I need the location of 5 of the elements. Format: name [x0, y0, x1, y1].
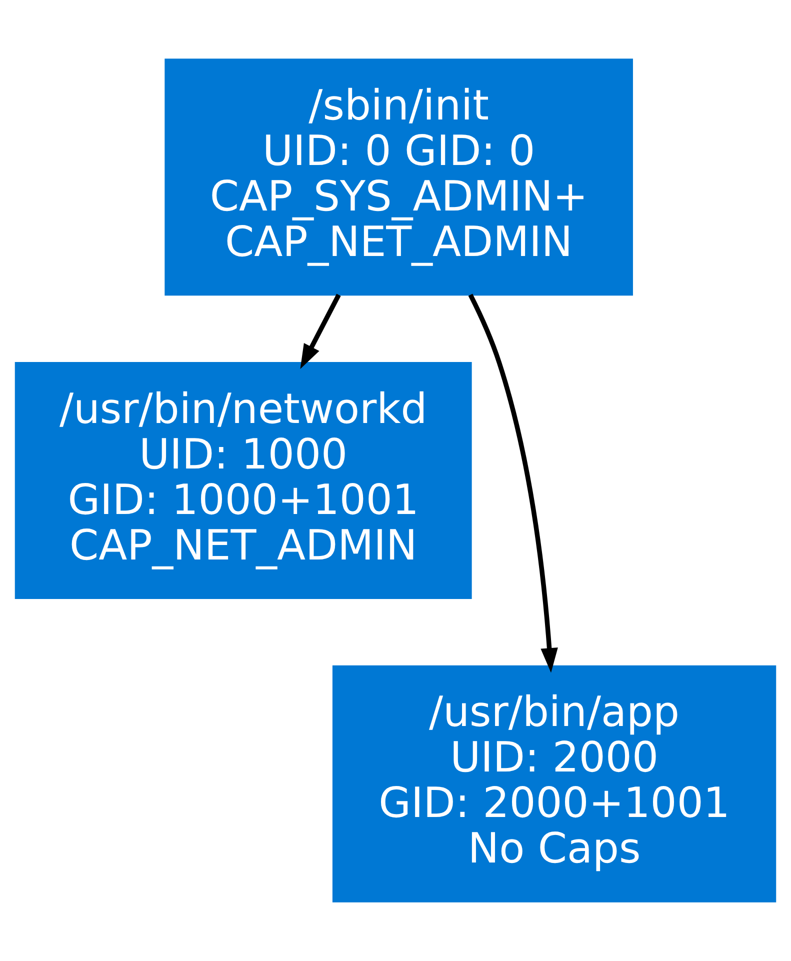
node-box: /usr/bin/app UID: 2000 GID: 2000+1001 No Caps	[332, 665, 776, 902]
node-box: /usr/bin/networkd UID: 1000 GID: 1000+1001 CAP_NET_ADMIN	[14, 362, 472, 599]
arrow	[468, 294, 558, 673]
node-box: /sbin/init UID: 0 GID: 0 CAP_SYS_ADMIN+ CAP_NET_ADMIN	[164, 58, 633, 296]
arrow	[300, 294, 341, 369]
